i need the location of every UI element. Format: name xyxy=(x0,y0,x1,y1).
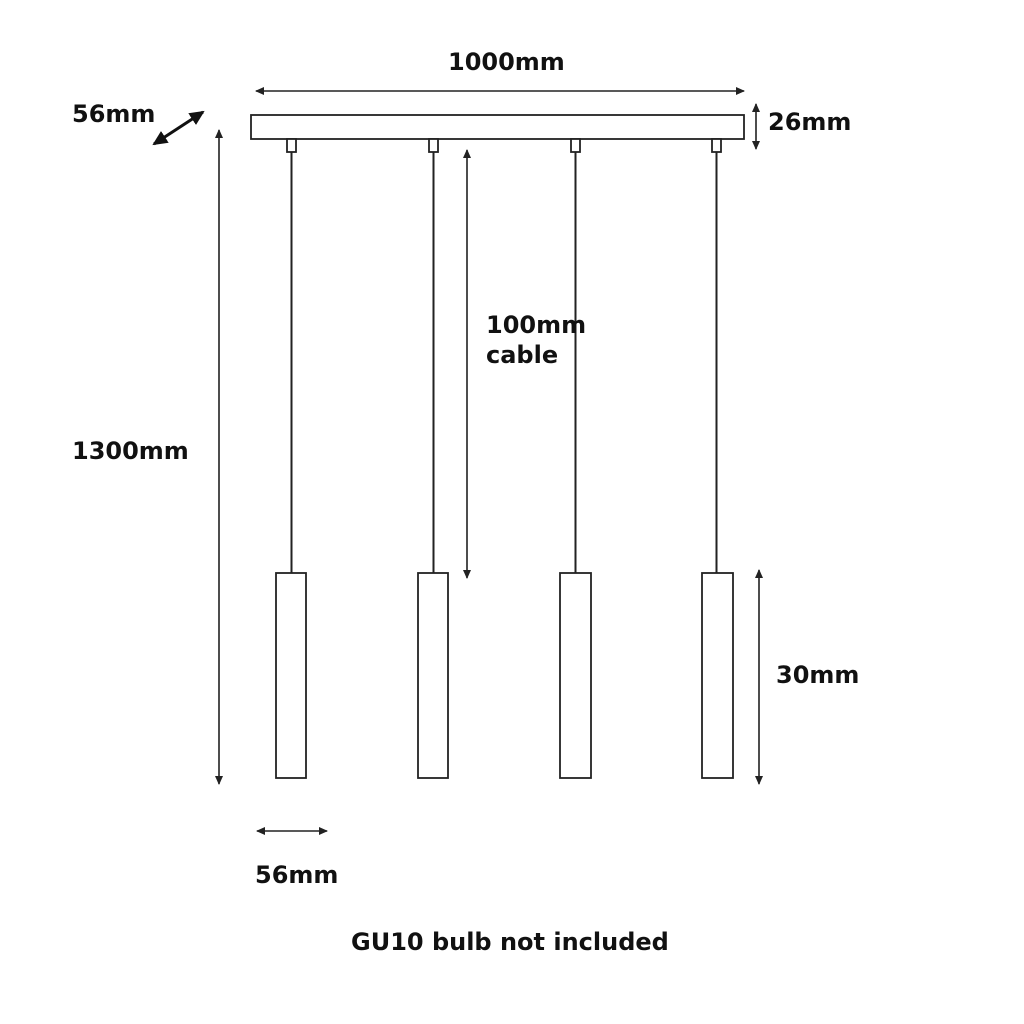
pendant-2 xyxy=(417,138,449,779)
pendant-1 xyxy=(275,138,307,779)
total-drop-label: 1300mm xyxy=(72,437,189,465)
pendant-connector xyxy=(428,138,439,153)
pendant-shade xyxy=(417,572,449,779)
cable-length-label-line1: 100mm xyxy=(486,311,586,339)
pendant-shade xyxy=(275,572,307,779)
shade-height-label: 30mm xyxy=(776,661,859,689)
bar-depth-label: 56mm xyxy=(72,100,155,128)
bulb-note: GU10 bulb not included xyxy=(351,928,669,956)
bar-height-label: 26mm xyxy=(768,108,851,136)
shade-width-label: 56mm xyxy=(255,861,338,889)
bar-depth-arrow xyxy=(152,110,205,146)
pendant-connector xyxy=(711,138,722,153)
ceiling-bar xyxy=(250,114,745,140)
pendant-shade xyxy=(559,572,592,779)
bar-length-label: 1000mm xyxy=(448,48,565,76)
pendant-shade xyxy=(701,572,734,779)
cable-length-label-line2: cable xyxy=(486,341,558,369)
pendant-4 xyxy=(701,138,734,779)
pendant-connector xyxy=(286,138,297,153)
pendant-connector xyxy=(570,138,581,153)
pendant-3 xyxy=(559,138,592,779)
